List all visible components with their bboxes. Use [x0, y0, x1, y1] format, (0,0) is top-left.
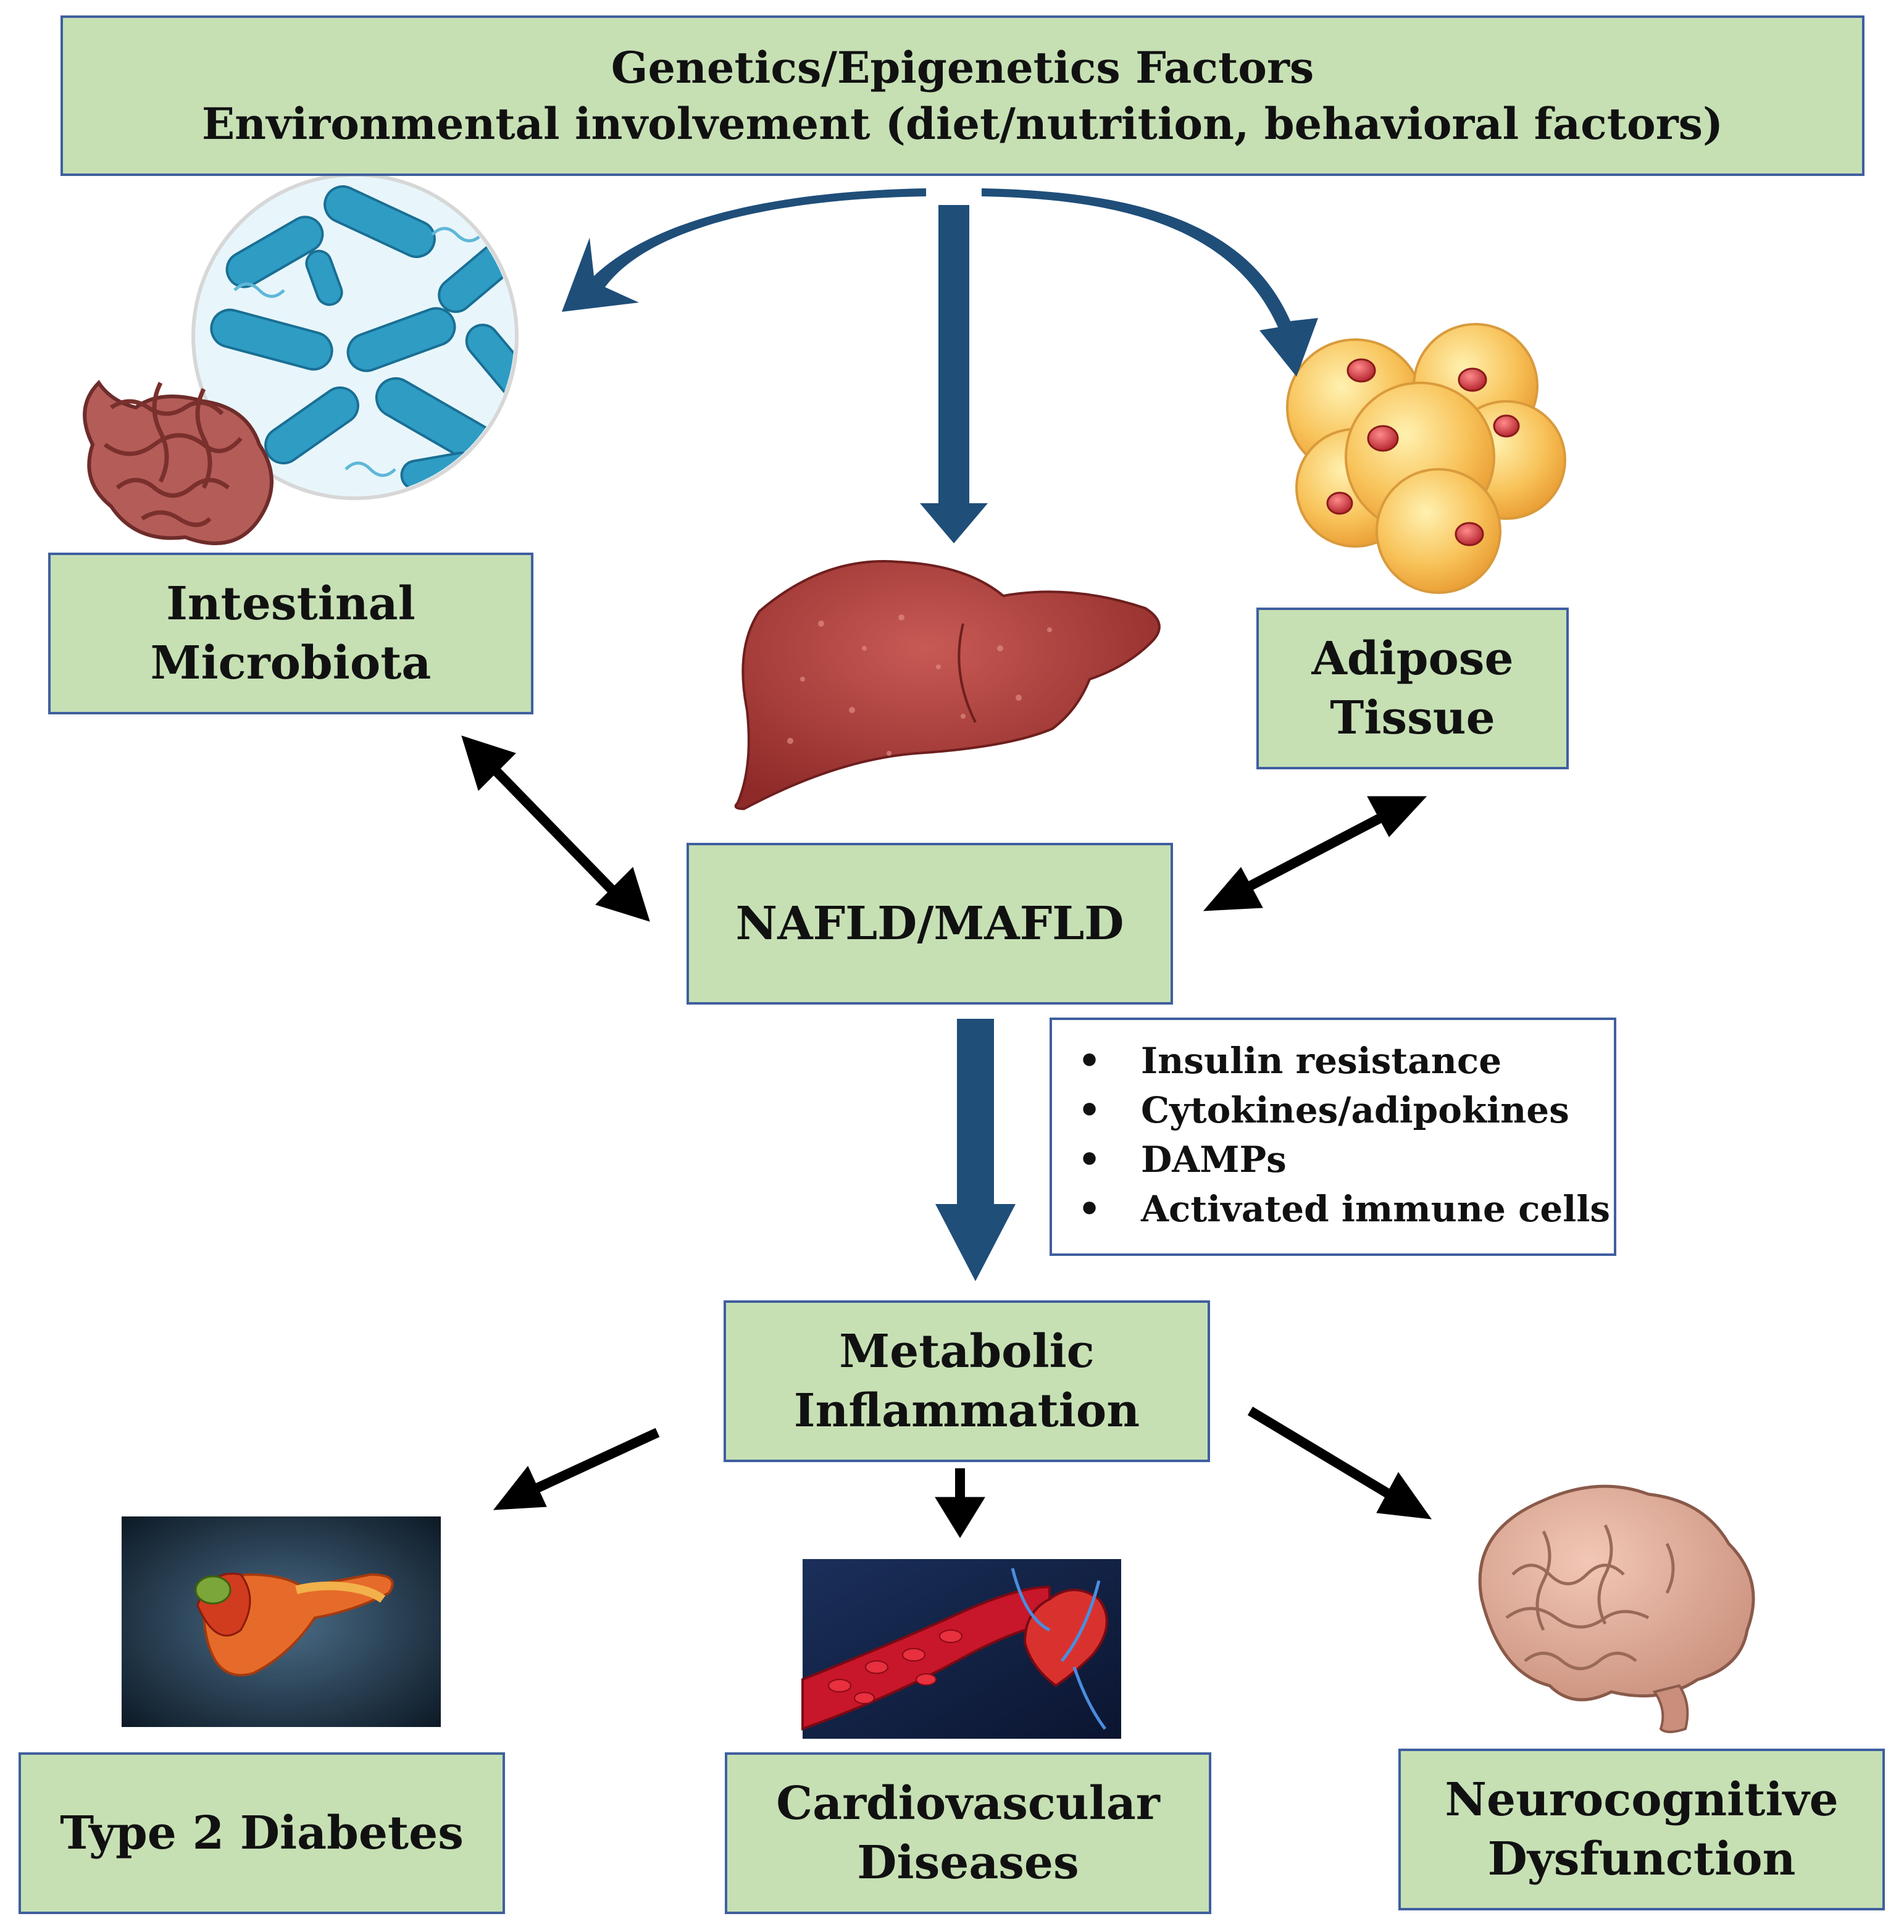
- heart-vessels-illustration: [801, 1559, 1121, 1739]
- cardiovascular-diseases-box: Cardiovascular Diseases: [725, 1752, 1211, 1914]
- bacteria-illustration: [191, 173, 519, 500]
- neurocognitive-dysfunction-box: Neurocognitive Dysfunction: [1398, 1749, 1885, 1910]
- mediator-item: •Activated immune cells: [1078, 1188, 1611, 1230]
- adipose-tissue-box: Adipose Tissue: [1256, 608, 1569, 769]
- arrow-top-to-liver: [920, 205, 988, 543]
- brain-illustration: [1478, 1484, 1755, 1733]
- metabolic-line1: Metabolic: [839, 1324, 1095, 1378]
- arrow-nafld-to-metabolic: [935, 1019, 1016, 1281]
- diabetes-label: Type 2 Diabetes: [60, 1806, 464, 1860]
- cardio-line2: Diseases: [857, 1836, 1079, 1889]
- metabolic-inflammation-box: Metabolic Inflammation: [724, 1300, 1210, 1462]
- intestinal-microbiota-box: Intestinal Microbiota: [48, 553, 533, 714]
- arrow-top-to-microbiota: [562, 188, 926, 312]
- metabolic-line2: Inflammation: [793, 1384, 1140, 1437]
- mediator-item: •DAMPs: [1078, 1139, 1287, 1181]
- mediators-list-box: •Insulin resistance •Cytokines/adipokine…: [1050, 1018, 1616, 1256]
- nafld-label: NAFLD/MAFLD: [735, 897, 1124, 950]
- adipose-cells-illustration: [1286, 323, 1566, 594]
- mediators-list: •Insulin resistance •Cytokines/adipokine…: [1064, 1036, 1611, 1234]
- nafld-mafld-box: NAFLD/MAFLD: [687, 843, 1173, 1005]
- cardio-line1: Cardiovascular: [776, 1776, 1160, 1830]
- pancreas-illustration: [122, 1516, 441, 1727]
- adipose-line1: Adipose: [1311, 632, 1514, 685]
- top-factors-line1: Genetics/Epigenetics Factors: [611, 42, 1314, 93]
- top-factors-line2: Environmental involvement (diet/nutritio…: [201, 98, 1724, 149]
- intestinal-line2: Microbiota: [150, 637, 432, 690]
- mediator-item: •Cytokines/adipokines: [1078, 1089, 1569, 1131]
- intestinal-line1: Intestinal: [166, 577, 415, 630]
- top-factors-box: Genetics/Epigenetics Factors Environment…: [61, 15, 1864, 176]
- top-arrows: [562, 188, 1318, 1281]
- intestine-illustration: [83, 380, 273, 545]
- neuro-line1: Neurocognitive: [1445, 1773, 1839, 1826]
- type2-diabetes-box: Type 2 Diabetes: [19, 1752, 505, 1914]
- neuro-line2: Dysfunction: [1487, 1833, 1796, 1886]
- adipose-line2: Tissue: [1330, 692, 1495, 745]
- liver-illustration: [734, 560, 1161, 811]
- arrow-top-to-adipose: [982, 188, 1318, 377]
- mediator-item: •Insulin resistance: [1078, 1040, 1502, 1082]
- black-arrows: [461, 735, 1432, 1538]
